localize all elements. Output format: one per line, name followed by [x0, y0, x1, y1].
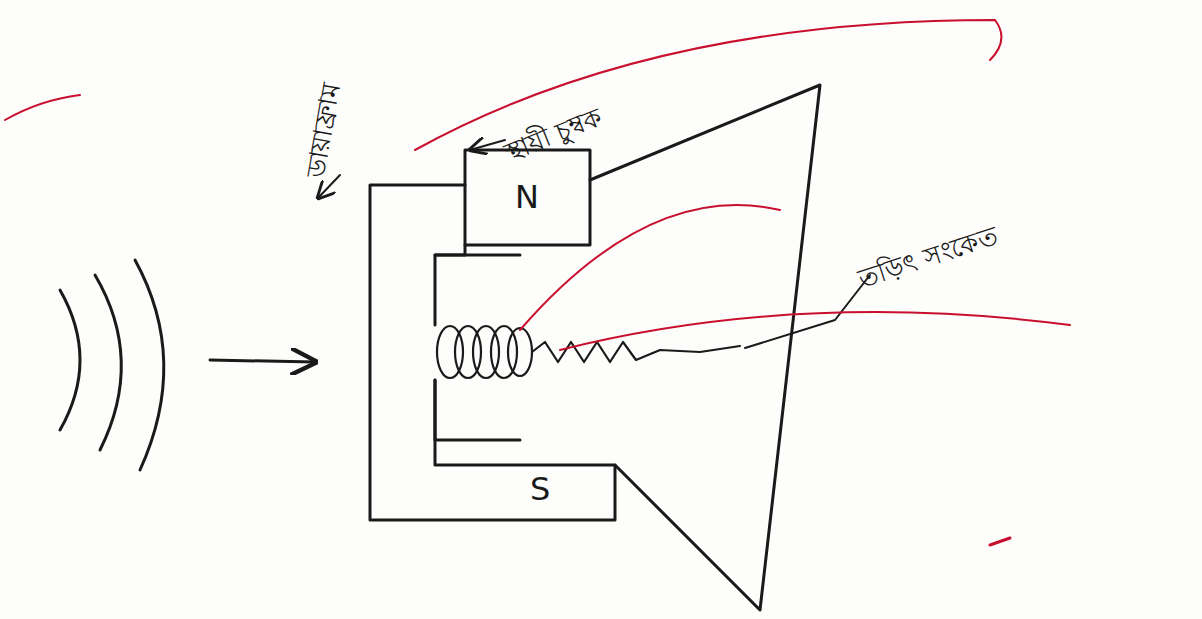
north-pole — [465, 150, 590, 245]
part-label: ডায়াফ্রাম — [300, 81, 347, 180]
coil — [437, 326, 532, 378]
coil-wire — [532, 342, 740, 362]
magnet-body — [435, 245, 465, 325]
red-pen-mark — [5, 20, 1070, 545]
magnet-body — [435, 380, 520, 440]
sound-arrow — [210, 360, 315, 362]
sound-wave — [60, 290, 80, 430]
part-label: তড়িৎ সংকেত — [855, 220, 1002, 294]
pole-label: S — [530, 470, 550, 508]
magnet-body — [435, 254, 520, 257]
sound-wave — [135, 260, 164, 470]
cone — [590, 85, 820, 610]
sound-wave — [95, 275, 121, 450]
leader-line — [470, 140, 505, 150]
pole-label: N — [515, 178, 539, 216]
